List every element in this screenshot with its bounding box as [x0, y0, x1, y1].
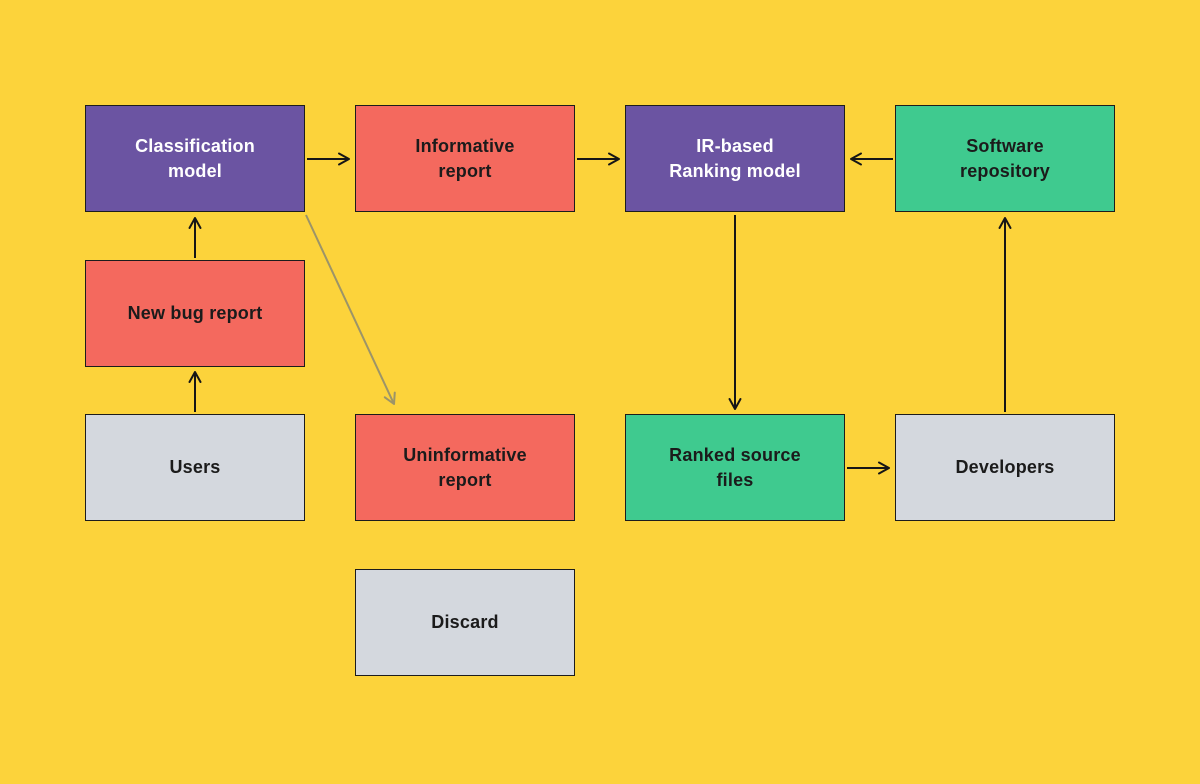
node-label: Software repository [959, 135, 1051, 181]
node-label: New bug report [127, 303, 263, 323]
node-users: Users [85, 414, 305, 521]
node-label: Ranked source files [669, 444, 801, 490]
node-developers: Developers [895, 414, 1115, 521]
node-label: Discard [431, 612, 499, 632]
node-ir-based-ranking-model: IR-based Ranking model [625, 105, 845, 212]
node-label: IR-based Ranking model [669, 135, 801, 181]
node-uninformative-report: Uninformative report [355, 414, 575, 521]
node-label: Developers [955, 457, 1055, 477]
node-classification-model: Classification model [85, 105, 305, 212]
node-label: Informative report [415, 135, 515, 181]
node-label: Users [169, 457, 221, 477]
node-label: Uninformative report [403, 444, 527, 490]
node-new-bug-report: New bug report [85, 260, 305, 367]
node-ranked-source-files: Ranked source files [625, 414, 845, 521]
node-informative-report: Informative report [355, 105, 575, 212]
node-software-repository: Software repository [895, 105, 1115, 212]
node-label: Classification model [135, 135, 255, 181]
edge-classification-to-uninformative [305, 214, 396, 405]
node-discard: Discard [355, 569, 575, 676]
